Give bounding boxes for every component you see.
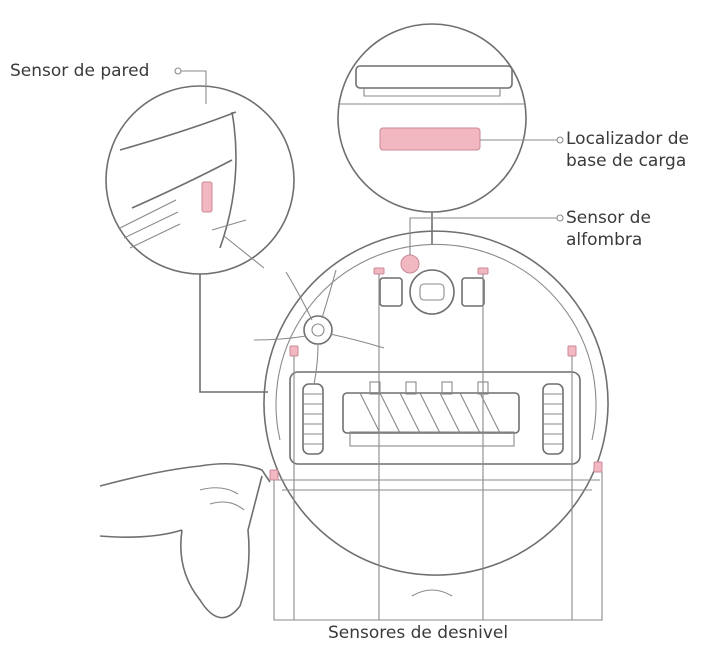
carpet-sensor-mark bbox=[400, 254, 420, 274]
dock-locator-label-line1: Localizador de bbox=[566, 129, 689, 149]
dock-locator-zoom bbox=[337, 23, 527, 244]
carpet-sensor-label-line1: Sensor de bbox=[566, 208, 651, 228]
dock-locator-label: Localizador de base de carga bbox=[566, 128, 689, 172]
carpet-sensor-label-line2: alfombra bbox=[566, 230, 643, 250]
carpet-sensor-label: Sensor de alfombra bbox=[566, 207, 651, 251]
wall-sensor-label: Sensor de pared bbox=[10, 61, 150, 81]
dock-locator-label-line2: base de carga bbox=[566, 151, 687, 171]
wall-sensor-zoom bbox=[105, 85, 295, 275]
cliff-sensors-label: Sensores de desnivel bbox=[328, 623, 509, 643]
leader-lines bbox=[174, 67, 603, 621]
hand-with-cloth bbox=[99, 462, 271, 619]
cliff-sensors bbox=[269, 267, 603, 481]
robot-body bbox=[253, 230, 609, 597]
